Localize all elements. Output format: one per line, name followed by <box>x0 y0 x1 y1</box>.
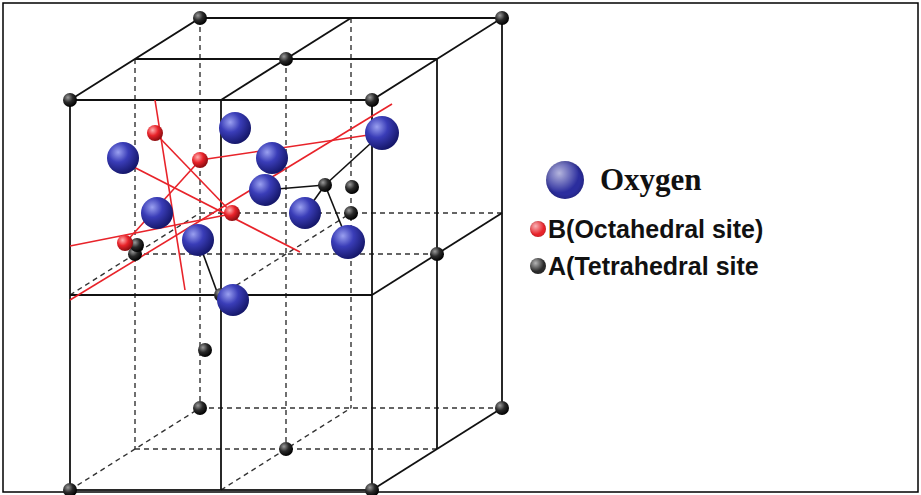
oxygen-atom <box>365 116 399 150</box>
legend-label: Oxygen <box>600 162 702 198</box>
tetrahedral-bond <box>198 133 382 300</box>
tetrahedral-site-atom <box>495 401 509 415</box>
hidden-edge <box>70 18 502 490</box>
tetrahedral-site-atom <box>63 483 77 495</box>
legend-swatch <box>530 258 546 274</box>
tetrahedral-site-atom <box>279 52 293 66</box>
tetrahedral-site-atom <box>279 442 293 456</box>
octahedral-site-atom <box>117 235 133 251</box>
oxygen-atom <box>217 284 249 316</box>
legend-label: A(Tetrahedral site <box>548 252 759 281</box>
oxygen-atom <box>182 224 214 256</box>
tetrahedral-site-atom <box>495 11 509 25</box>
tetrahedral-site-atom <box>318 178 332 192</box>
octahedral-site-atom <box>147 125 163 141</box>
tetrahedral-site-atom <box>345 180 359 194</box>
cube-edge <box>221 18 351 100</box>
octahedral-site-atom <box>192 152 208 168</box>
tetrahedral-site-atom <box>198 343 212 357</box>
tetrahedral-site-atom <box>365 93 379 107</box>
oxygen-atom <box>107 112 399 316</box>
octahedral-site-atom <box>224 205 240 221</box>
cube-edge <box>70 100 372 490</box>
octahedral-bond <box>70 100 392 300</box>
oxygen-atom <box>219 112 251 144</box>
tetrahedral-site-atom <box>193 11 207 25</box>
legend-swatch <box>546 161 584 199</box>
oxygen-atom <box>249 174 281 206</box>
octahedral-bond <box>70 104 392 300</box>
tetrahedral-site-atom <box>344 206 358 220</box>
oxygen-atom <box>107 142 139 174</box>
legend-swatch <box>530 221 546 237</box>
oxygen-atom <box>331 225 365 259</box>
tetrahedral-site-atom <box>193 401 207 415</box>
tetrahedral-site-atom <box>365 483 379 495</box>
legend-label: B(Octahedral site) <box>548 215 763 244</box>
octahedral-site-atom <box>117 125 240 251</box>
oxygen-atom <box>256 142 288 174</box>
hidden-edge <box>221 213 351 295</box>
tetrahedral-site-atom <box>63 93 77 107</box>
oxygen-atom <box>141 197 173 229</box>
tetrahedral-site-atom <box>430 247 444 261</box>
image-frame <box>3 3 918 492</box>
oxygen-atom <box>289 197 321 229</box>
tetrahedral-site-atom <box>63 11 509 495</box>
cube-edge <box>70 18 502 490</box>
